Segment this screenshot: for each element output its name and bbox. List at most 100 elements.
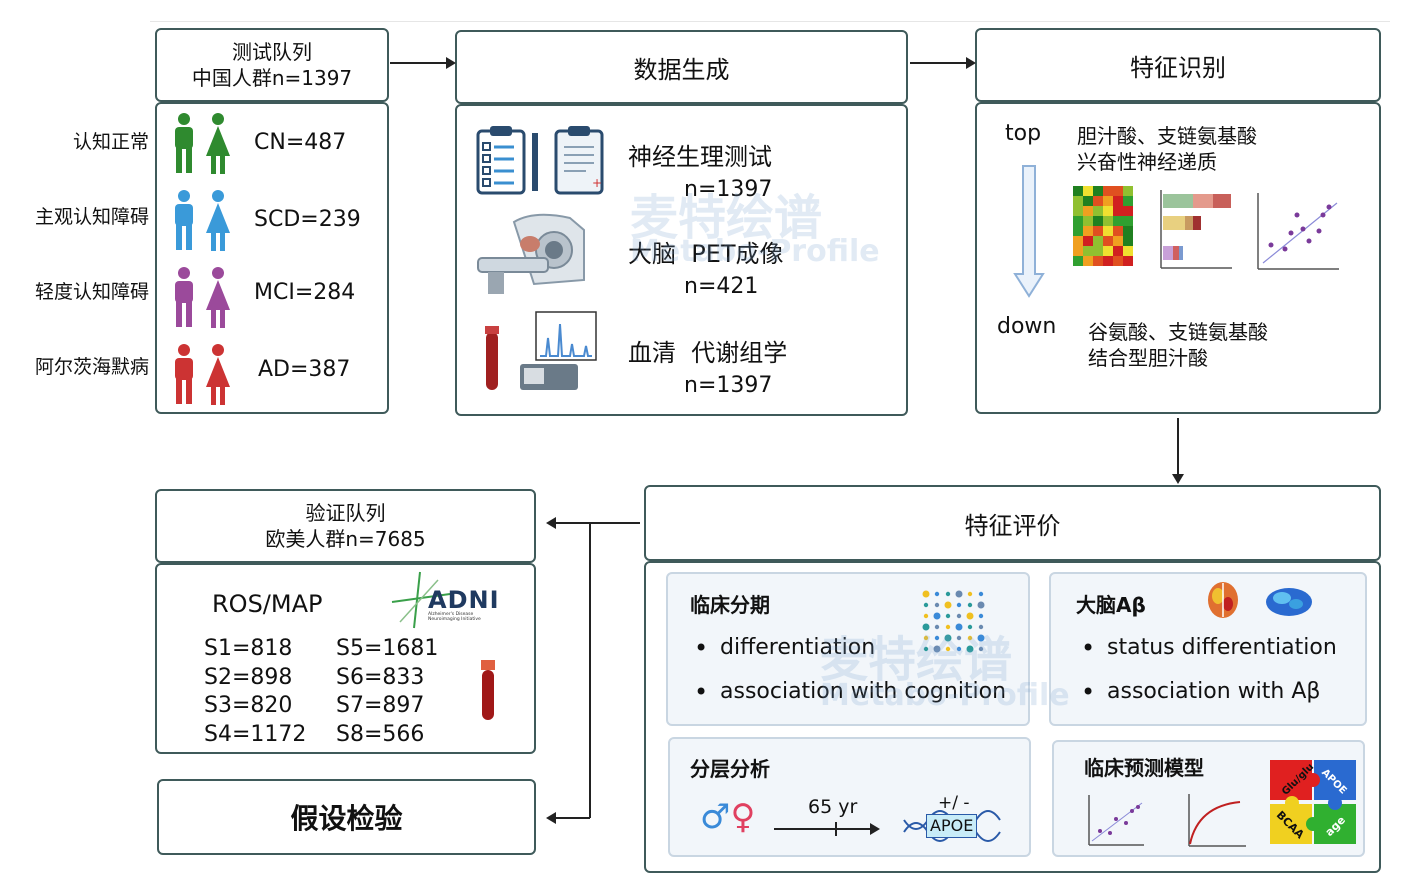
dot-matrix-dot: [977, 601, 985, 609]
dot-matrix-dot: [955, 590, 963, 598]
group-count-mci: MCI=284: [254, 280, 356, 305]
heatmap-cell: [1083, 186, 1093, 196]
heatmap-cell: [1083, 256, 1093, 266]
people-icon-ad: [175, 344, 230, 405]
heatmap-icon: [1073, 186, 1133, 266]
study-s8: S8=566: [336, 722, 425, 747]
heatmap-cell: [1083, 226, 1093, 236]
adni-logo-subtitle: Alzheimer's Disease Neuroimaging Initiat…: [428, 612, 481, 622]
feature-id-title: 特征识别: [1130, 53, 1226, 82]
dot-matrix-dot: [923, 613, 929, 619]
heatmap-cell: [1123, 196, 1133, 206]
metabolomics-label: 血清 代谢组学: [628, 339, 788, 367]
clipboard-icon: +: [476, 126, 604, 195]
top-text-line2: 兴奋性神经递质: [1077, 150, 1217, 174]
heatmap-cell: [1103, 206, 1113, 216]
valid-cohort-title: 验证队列: [305, 501, 386, 525]
heatmap-cell: [1123, 216, 1133, 226]
puzzle-icon: Glu/glu APOE BCAA age: [1270, 760, 1356, 844]
heatmap-cell: [1093, 206, 1103, 216]
adni-logo-mark: [391, 571, 451, 629]
brain-abeta-bullet: association with Aβ: [1077, 670, 1337, 714]
heatmap-cell: [1093, 236, 1103, 246]
dot-matrix-dot: [945, 613, 951, 619]
dot-matrix-dot: [966, 612, 974, 620]
age-arrow-icon: [774, 822, 880, 836]
hypothesis-label: 假设检验: [290, 802, 403, 835]
heatmap-cell: [1083, 196, 1093, 206]
heatmap-cell: [1103, 196, 1113, 206]
dot-matrix-dot: [933, 612, 941, 620]
heatmap-cell: [1113, 256, 1123, 266]
group-count-cn: CN=487: [254, 130, 347, 155]
heatmap-cell: [1103, 236, 1113, 246]
heatmap-cell: [1093, 226, 1103, 236]
heatmap-cell: [1093, 216, 1103, 226]
heatmap-cell: [1073, 206, 1083, 216]
heatmap-cell: [1103, 216, 1113, 226]
heatmap-cell: [1073, 196, 1083, 206]
people-icon-scd: [175, 190, 230, 251]
study-s1: S1=818: [204, 636, 293, 661]
model-title: 临床预测模型: [1084, 756, 1204, 780]
group-count-ad: AD=387: [258, 357, 351, 382]
heatmap-cell: [1123, 256, 1133, 266]
heatmap-cell: [1103, 226, 1113, 236]
dot-matrix-dot: [956, 602, 962, 608]
clinical-stage-bullets: differentiation association with cogniti…: [690, 626, 1006, 714]
heatmap-cell: [1083, 246, 1093, 256]
dot-matrix-dot: [967, 602, 973, 608]
top-label: top: [1005, 121, 1042, 146]
heatmap-cell: [1073, 236, 1083, 246]
heatmap-cell: [1073, 246, 1083, 256]
heatmap-cell: [1113, 216, 1123, 226]
people-icon-cn: [175, 113, 230, 174]
pet-n: n=421: [684, 274, 759, 299]
test-cohort-subtitle: 中国人群n=1397: [191, 66, 353, 90]
heatmap-cell: [1113, 246, 1123, 256]
pet-scanner-icon: [477, 213, 585, 294]
test-cohort-title: 测试队列: [232, 40, 312, 64]
dot-matrix-dot: [978, 613, 984, 619]
age-label: 65 yr: [808, 796, 858, 818]
study-s6: S6=833: [336, 665, 425, 690]
heatmap-cell: [1113, 226, 1123, 236]
test-cohort-groups: [155, 102, 389, 414]
heatmap-cell: [1093, 246, 1103, 256]
model-scatter-icon: [1088, 795, 1144, 846]
test-neuro-n: n=1397: [684, 177, 773, 202]
roc-curve-icon: [1188, 794, 1246, 847]
pet-label: 大脑 PET成像: [628, 240, 784, 268]
top-rule: [150, 21, 1390, 22]
dot-matrix-dot: [934, 591, 940, 597]
apoe-sign: +/ -: [938, 793, 970, 813]
study-s5: S5=1681: [336, 636, 439, 661]
brain-abeta-bullets: status differentiation association with …: [1077, 626, 1337, 714]
heatmap-cell: [1073, 216, 1083, 226]
heatmap-cell: [1123, 246, 1133, 256]
valid-cohort-subtitle: 欧美人群n=7685: [265, 527, 426, 551]
stratified-title: 分层分析: [690, 757, 770, 781]
brain-icon-red: [1208, 582, 1238, 618]
adni-logo-text: ADNI: [428, 586, 500, 614]
brain-abeta-title: 大脑Aβ: [1076, 593, 1146, 617]
heatmap-cell: [1123, 206, 1133, 216]
sex-icons: ♂♀: [700, 800, 755, 834]
bar-chart-icon: [1160, 190, 1232, 269]
heatmap-cell: [1113, 186, 1123, 196]
valid-cohort-panel: [155, 563, 536, 754]
heatmap-cell: [1113, 206, 1123, 216]
data-gen-title: 数据生成: [633, 55, 730, 84]
valid-cohort-header: 验证队列 欧美人群n=7685: [155, 489, 536, 563]
svg-text:+: +: [592, 176, 602, 190]
heatmap-cell: [1113, 196, 1123, 206]
dot-matrix-dot: [967, 591, 973, 597]
apoe-box: APOE: [926, 814, 978, 838]
study-s2: S2=898: [204, 665, 293, 690]
dot-matrix-dot: [945, 591, 951, 597]
test-neuro-label: 神经生理测试: [628, 143, 772, 171]
brain-abeta-bullet: status differentiation: [1077, 626, 1337, 670]
dot-matrix-dot: [956, 613, 962, 619]
dot-matrix-dot: [978, 591, 984, 597]
